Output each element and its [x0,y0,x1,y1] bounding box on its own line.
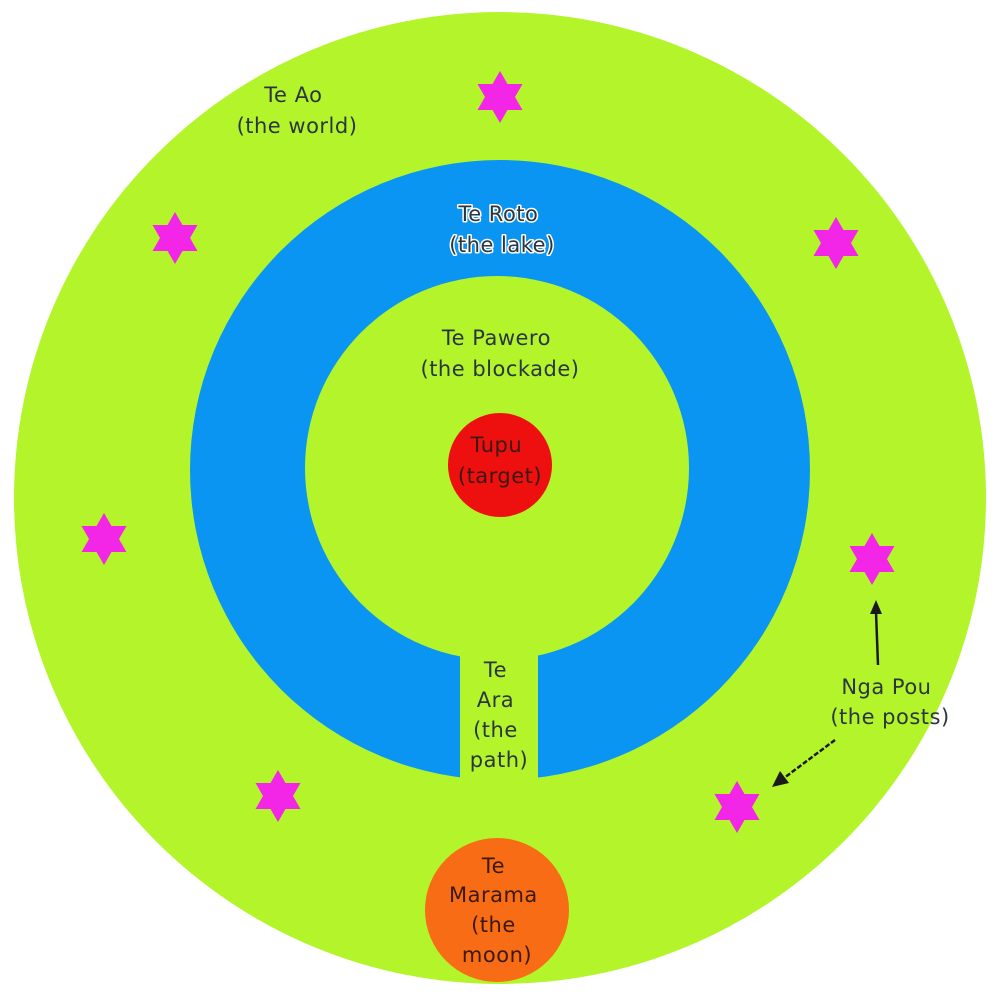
blockade-label: Te Pawero (the blockade) [421,326,580,381]
arrow-diag-line [783,738,836,780]
star-triangle-down [813,230,859,269]
star-triangle-down [81,526,127,565]
six-pointed-star-icon [813,217,859,269]
posts-group [81,71,895,833]
star-triangle-down [849,546,895,585]
star-triangle-down [255,783,301,822]
arrow-up-line [874,611,880,666]
path-label: Te Ara (the path) [470,658,528,772]
target-circle [448,413,552,517]
star-triangle-down [714,794,760,833]
moon-circle [425,838,569,982]
six-pointed-star-icon [152,212,198,264]
world-label: Te Ao (the world) [237,83,358,138]
six-pointed-star-icon [849,533,895,585]
target-label: Tupu (target) [458,433,542,488]
lake-label: Te Roto (the lake) [449,202,555,257]
star-triangle-down [152,225,198,264]
star-triangle-down [477,84,523,123]
arrow-up-head [870,600,882,614]
moon-label: Te Marama (the moon) [449,854,545,967]
arrow-diag-head [772,771,789,787]
posts-label: Nga Pou (the posts) [830,675,949,729]
six-pointed-star-icon [714,781,760,833]
posts-arrows [772,600,882,787]
six-pointed-star-icon [477,71,523,123]
six-pointed-star-icon [255,770,301,822]
six-pointed-star-icon [81,513,127,565]
